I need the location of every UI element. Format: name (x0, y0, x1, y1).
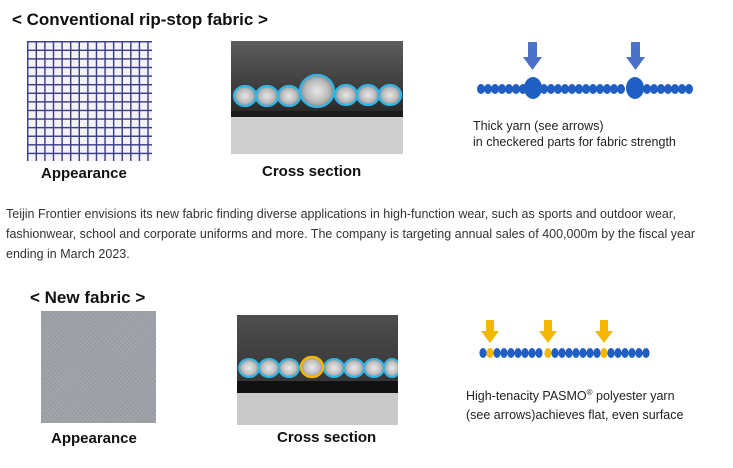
registered-mark: ® (586, 388, 593, 397)
new-fabric-yarn-diagram (476, 318, 726, 363)
new-fabric-section-title: < New fabric > (30, 288, 146, 307)
conventional-note-line2: in checkered parts for fabric strength (473, 135, 676, 149)
body-paragraph: Teijin Frontier envisions its new fabric… (6, 207, 696, 261)
conventional-cross-section-image (231, 41, 403, 154)
note-text: polyester yarn (592, 389, 675, 404)
new-fabric-note-line2: (see arrows)achieves flat, even surface (466, 408, 684, 423)
new-fabric-note: High-tenacity PASMO® polyester yarn (see… (466, 383, 728, 425)
new-fabric-note-line1: High-tenacity PASMO® polyester yarn (466, 383, 728, 406)
down-arrow-icon (523, 42, 645, 70)
conventional-note: Thick yarn (see arrows) in checkered par… (473, 118, 723, 150)
conventional-yarn-diagram (473, 40, 723, 105)
conventional-appearance-caption: Appearance (41, 165, 127, 182)
down-arrow-icon (481, 320, 613, 343)
conventional-section-title: < Conventional rip-stop fabric > (12, 10, 268, 29)
new-fabric-appearance-image (41, 311, 156, 423)
new-fabric-appearance-caption: Appearance (51, 430, 137, 447)
conventional-appearance-image (27, 41, 152, 161)
note-text: High-tenacity PASMO (466, 389, 587, 404)
new-fabric-cross-section-image (237, 315, 398, 425)
new-fabric-cross-section-caption: Cross section (277, 429, 377, 446)
conventional-cross-section-caption: Cross section (262, 163, 362, 180)
conventional-note-line1: Thick yarn (see arrows) (473, 119, 604, 133)
